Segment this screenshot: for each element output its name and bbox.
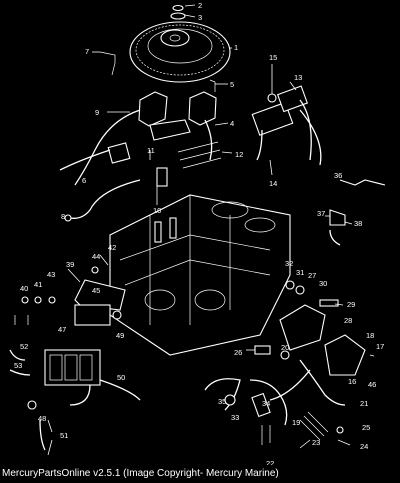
callout-26: 26 — [234, 348, 242, 357]
bracket-36-38 — [325, 179, 386, 246]
callout-41: 41 — [34, 280, 42, 289]
callout-52: 52 — [20, 342, 28, 351]
callout-40: 40 — [20, 284, 28, 293]
callout-29: 29 — [347, 300, 355, 309]
callout-50: 50 — [117, 373, 125, 382]
left-bracket-parts — [14, 254, 126, 326]
callout-4: 4 — [230, 119, 234, 128]
callout-25: 25 — [362, 423, 370, 432]
callout-20: 20 — [281, 343, 289, 352]
callout-19: 19 — [292, 418, 300, 427]
coil-pack — [251, 64, 322, 176]
callout-36: 36 — [334, 171, 342, 180]
callout-17: 17 — [376, 342, 384, 351]
callout-23: 23 — [312, 438, 320, 447]
callout-8: 8 — [61, 212, 65, 221]
callout-31: 31 — [296, 268, 304, 277]
callout-34: 34 — [262, 399, 270, 408]
right-lower-parts — [246, 280, 375, 446]
callout-39: 39 — [66, 260, 74, 269]
callout-45: 45 — [92, 286, 100, 295]
lower-middle-parts — [204, 378, 329, 449]
callout-33: 33 — [231, 413, 239, 422]
callout-14: 14 — [269, 179, 277, 188]
callout-18: 18 — [366, 331, 374, 340]
callout-43: 43 — [47, 270, 55, 279]
stator-and-trigger — [74, 91, 233, 205]
callout-9: 9 — [95, 108, 99, 117]
screws-5-7 — [92, 51, 228, 92]
callout-49: 49 — [116, 331, 124, 340]
callout-48: 48 — [38, 414, 46, 423]
callout-5: 5 — [230, 80, 234, 89]
callout-44: 44 — [92, 252, 100, 261]
callout-13: 13 — [294, 73, 302, 82]
callout-32: 32 — [285, 259, 293, 268]
callout-30: 30 — [319, 279, 327, 288]
callout-16: 16 — [348, 377, 356, 386]
callout-35: 35 — [218, 397, 226, 406]
callout-53: 53 — [14, 361, 22, 370]
coil-6-8 — [59, 142, 141, 222]
switch-box — [9, 349, 141, 456]
flywheel — [129, 4, 232, 83]
callout-10: 10 — [153, 206, 161, 215]
callout-47: 47 — [58, 325, 66, 334]
callout-46: 46 — [368, 380, 376, 389]
callout-42: 42 — [108, 243, 116, 252]
exploded-parts-diagram: 1 2 3 4 5 6 7 8 9 10 11 12 13 14 15 16 1… — [9, 1, 386, 465]
callout-12: 12 — [235, 150, 243, 159]
callout-21: 21 — [360, 399, 368, 408]
callout-6: 6 — [82, 176, 86, 185]
callout-28: 28 — [344, 316, 352, 325]
callout-51: 51 — [60, 431, 68, 440]
callout-27: 27 — [308, 271, 316, 280]
callout-11: 11 — [147, 146, 155, 155]
callout-2: 2 — [198, 1, 202, 10]
callout-22: 22 — [266, 459, 274, 465]
callout-labels: 1 2 3 4 5 6 7 8 9 10 11 12 13 14 15 16 1… — [14, 1, 384, 465]
powerhead-block — [109, 194, 291, 356]
callout-7: 7 — [85, 47, 89, 56]
callout-37: 37 — [317, 209, 325, 218]
copyright-caption: MercuryPartsOnline v2.5.1 (Image Copyrig… — [2, 468, 279, 479]
callout-15: 15 — [269, 53, 277, 62]
callout-1: 1 — [234, 43, 238, 52]
callout-3: 3 — [198, 13, 202, 22]
callout-38: 38 — [354, 219, 362, 228]
callout-24: 24 — [360, 442, 368, 451]
